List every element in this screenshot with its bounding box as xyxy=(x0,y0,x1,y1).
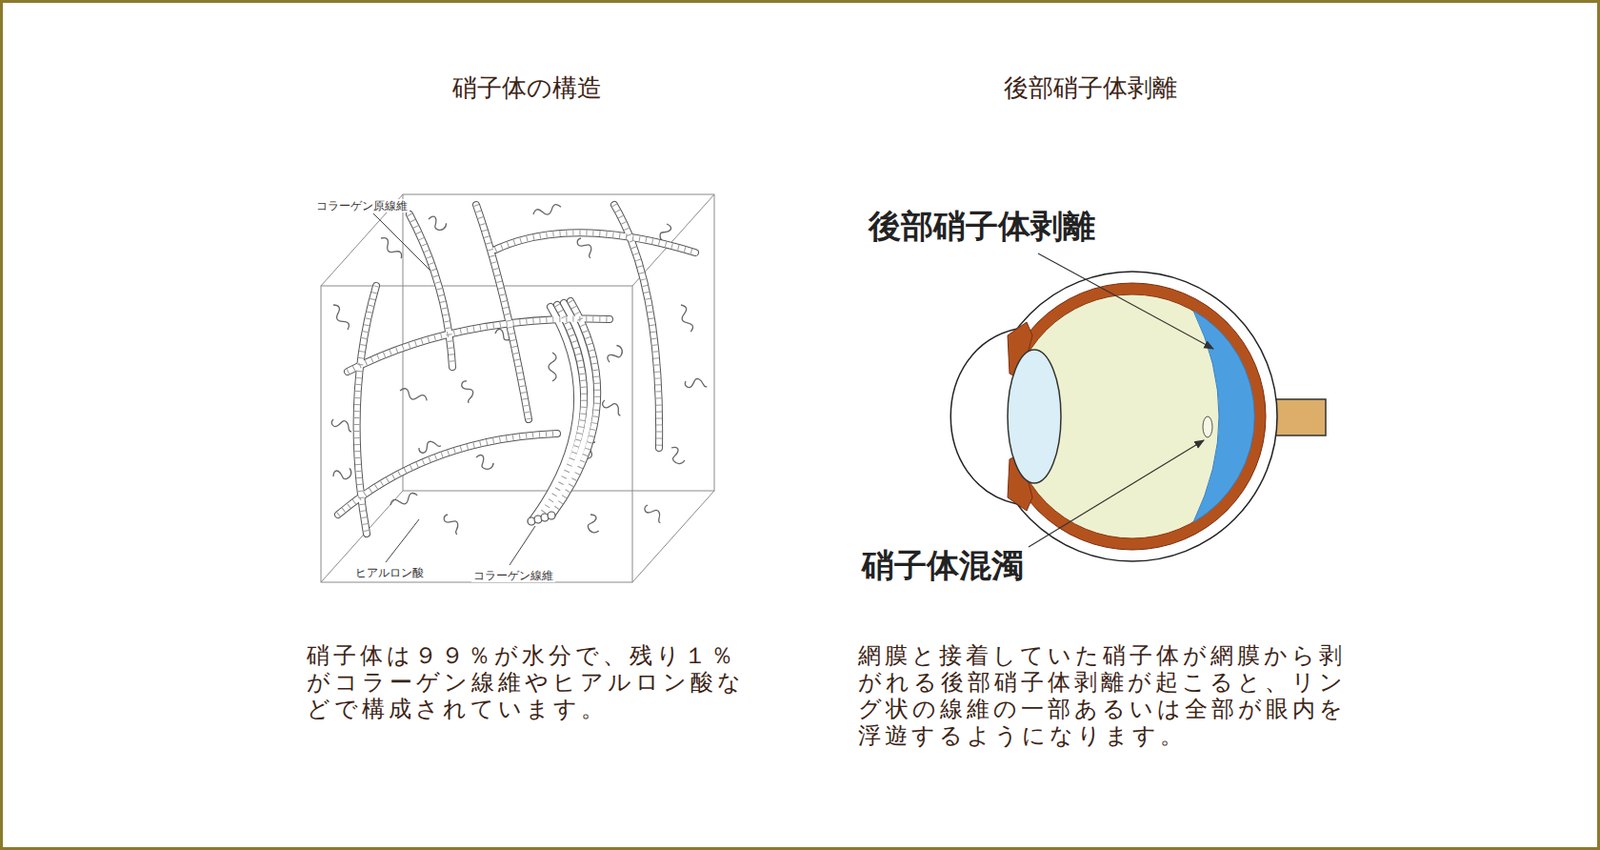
leader-line xyxy=(385,519,420,562)
collagen-fiber xyxy=(476,204,529,420)
collagen-fiber xyxy=(347,319,610,372)
cube-wireframe xyxy=(320,194,715,582)
collagen-fiber xyxy=(338,433,558,515)
collagen-fiber-fill xyxy=(338,204,696,534)
choroid xyxy=(999,282,1266,550)
squiggle xyxy=(600,400,623,416)
collagen-fiber xyxy=(476,204,529,420)
part-label: ヒアルロン酸 xyxy=(353,565,426,580)
cube-front-face xyxy=(320,285,633,582)
squiggle xyxy=(548,352,557,381)
collagen-bundle-strand xyxy=(531,306,578,521)
squiggle xyxy=(683,375,707,394)
collagen-fiber xyxy=(357,285,377,534)
collagen-fiber-bands xyxy=(338,204,696,534)
squiggle xyxy=(426,215,447,231)
caption-text: 網膜と接着していた硝子体が網膜から剥がれる後部硝子体剥離が起こると、リング状の線… xyxy=(858,641,1354,749)
sclera xyxy=(987,271,1278,561)
leader-line xyxy=(373,213,431,271)
squiggle xyxy=(399,386,429,404)
panel-title: 後部硝子体剥離 xyxy=(928,73,1253,103)
collagen-fiber xyxy=(495,232,696,253)
squiggle xyxy=(532,202,562,218)
squiggle xyxy=(389,491,420,509)
callout-label: 後部硝子体剥離 xyxy=(866,206,1098,246)
squiggle xyxy=(573,237,597,259)
squiggle xyxy=(641,503,665,522)
collagen-fiber xyxy=(338,433,558,515)
cube-leader-lines xyxy=(373,213,536,565)
cube-back-face xyxy=(402,194,715,491)
leader-line xyxy=(509,525,536,565)
collagen-fiber xyxy=(476,204,529,420)
floater xyxy=(1202,416,1213,438)
arrow-line xyxy=(1028,440,1204,547)
callout-label: 硝子体混濁 xyxy=(860,545,1026,585)
collagen-fiber xyxy=(338,433,558,515)
collagen-fiber xyxy=(614,204,660,448)
squiggle xyxy=(677,303,695,334)
collagen-bundle-strand xyxy=(551,300,598,516)
arrow-line xyxy=(1038,253,1214,349)
collagen-fiber-outline xyxy=(338,204,696,534)
squiggle xyxy=(456,380,479,403)
eye-arrows xyxy=(1028,253,1214,547)
squiggle xyxy=(440,513,463,535)
collagen-fiber xyxy=(409,214,453,367)
squiggle xyxy=(665,444,688,466)
eye-illustration xyxy=(950,271,1326,561)
collagen-fiber xyxy=(495,232,696,253)
cube-edge xyxy=(632,490,715,582)
part-label: コラーゲン原線維 xyxy=(314,199,410,213)
hyaluronic-acid-squiggles xyxy=(330,202,708,535)
panel-title: 硝子体の構造 xyxy=(364,73,689,103)
collagen-fiber xyxy=(495,232,696,253)
squiggle xyxy=(330,302,352,332)
caption-text: 硝子体は９９％が水分で、残り１％がコラーゲン線維やヒアルロン酸などで構成されてい… xyxy=(306,641,747,722)
squiggle xyxy=(582,512,603,535)
squiggle xyxy=(331,463,354,484)
collagen-bundle-ends xyxy=(527,511,556,525)
part-label: コラーゲン線維 xyxy=(471,568,556,582)
fiber-end xyxy=(547,511,556,520)
squiggle xyxy=(331,419,352,432)
squiggle xyxy=(474,453,496,470)
lens xyxy=(1007,349,1061,483)
squiggle xyxy=(605,343,624,365)
squiggle xyxy=(378,235,404,261)
collagen-bundle-strand xyxy=(538,304,584,520)
